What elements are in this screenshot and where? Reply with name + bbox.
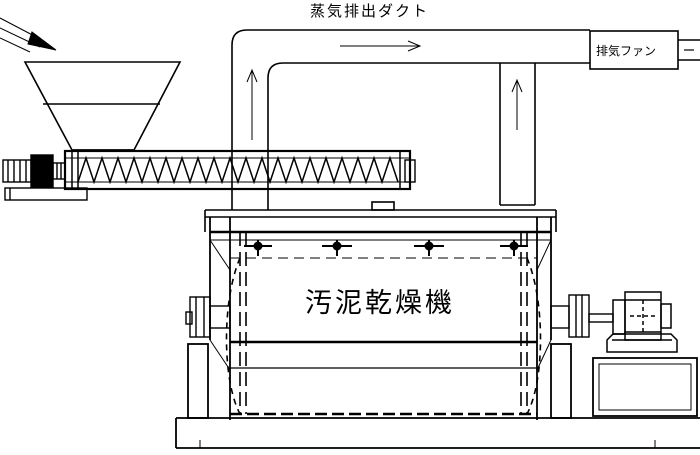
stirring-paddles bbox=[244, 240, 528, 256]
drive-unit bbox=[606, 291, 678, 353]
exhaust-fan-label: 排気ファン bbox=[596, 43, 656, 58]
dryer-cover bbox=[204, 201, 557, 232]
screw-conveyor bbox=[63, 149, 416, 191]
duct-flow-arrows bbox=[246, 40, 523, 140]
conveyor-motor bbox=[2, 154, 88, 201]
paddle bbox=[244, 240, 272, 256]
left-bearing bbox=[185, 296, 231, 338]
paddle bbox=[322, 240, 352, 256]
exhaust-fan: 排気ファン bbox=[589, 30, 700, 70]
feed-arrows bbox=[0, 17, 57, 53]
hopper bbox=[23, 61, 182, 151]
dryer-frame bbox=[209, 217, 552, 420]
paddle bbox=[414, 240, 444, 256]
drum-walls bbox=[225, 232, 542, 415]
auger-flight bbox=[77, 155, 399, 185]
drive-base bbox=[592, 357, 698, 417]
steam-duct bbox=[231, 29, 590, 210]
base-platform bbox=[175, 343, 700, 449]
sludge-dryer-label: 汚泥乾燥機 bbox=[305, 288, 455, 319]
steam-duct-label: 蒸気排出ダクト bbox=[310, 2, 429, 20]
right-bearing bbox=[550, 294, 614, 338]
paddle bbox=[500, 240, 528, 256]
